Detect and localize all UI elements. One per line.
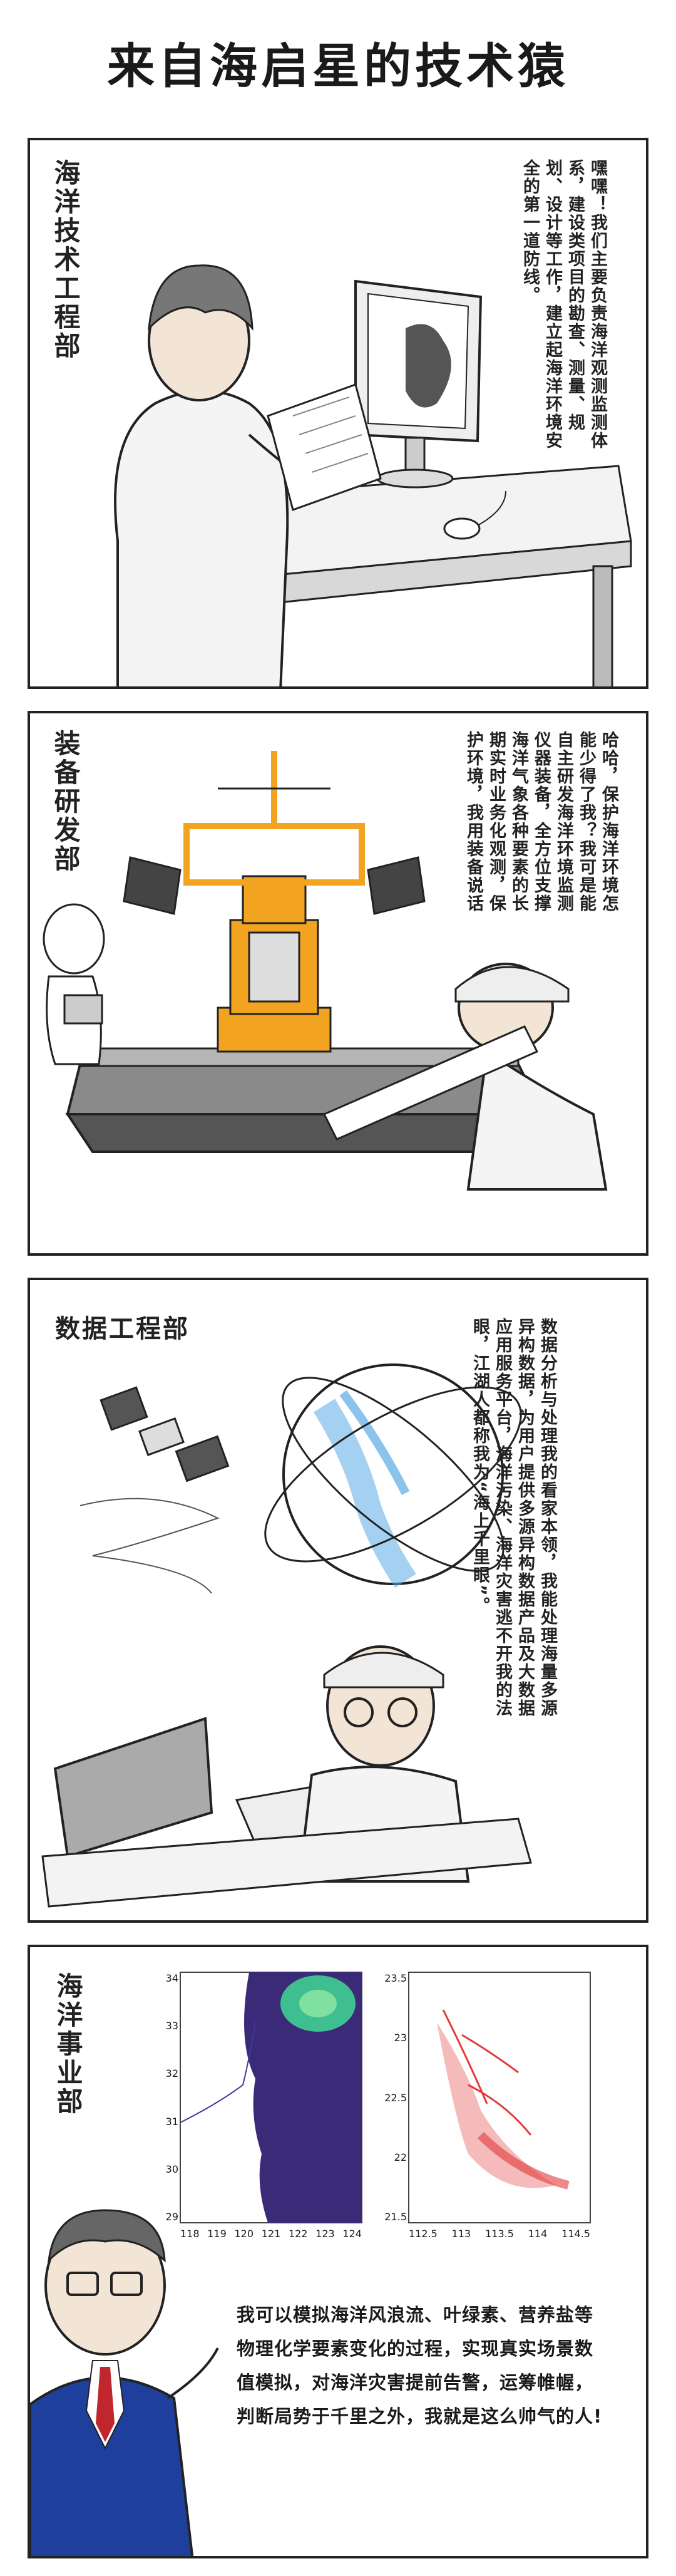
tick-label: 22 <box>394 2151 407 2163</box>
scene-engineer-at-desk <box>114 264 632 686</box>
tick-label: 21.5 <box>384 2211 407 2223</box>
tick-label: 34 <box>165 1972 178 1984</box>
tick-label: 119 <box>207 2228 227 2240</box>
tick-label: 113.5 <box>485 2228 514 2240</box>
department-label: 装备研发部 <box>50 730 81 874</box>
tick-label: 120 <box>234 2228 254 2240</box>
tick-label: 123 <box>315 2228 335 2240</box>
scene-buoy-equipment <box>43 751 608 1191</box>
scene-ocean-modeling <box>30 1972 591 2556</box>
speech-line: 值模拟，对海洋灾害提前告警，运筹帷幄， <box>237 2372 594 2393</box>
tick-label: 114.5 <box>561 2228 590 2240</box>
speech-text: 数据分析与处理我的看家本领，我能处理海量多源异构数据，为用户提供多源异构数据产品… <box>470 1318 557 1717</box>
speech-text: 嘿嘿！我们主要负责海洋观测监测体系，建设类项目的勘查、测量、规划、设计等工作，建… <box>520 159 607 450</box>
tick-label: 124 <box>342 2228 362 2240</box>
page-title: 来自海启星的技术猿 <box>107 38 569 94</box>
tick-label: 121 <box>261 2228 281 2240</box>
tick-label: 31 <box>165 2115 178 2128</box>
tick-label: 22.5 <box>384 2091 407 2104</box>
scene-data-analyst <box>41 1363 532 1908</box>
department-label: 数据工程部 <box>55 1315 190 1343</box>
tick-label: 118 <box>180 2228 200 2240</box>
tick-label: 33 <box>165 2020 178 2032</box>
speech-text: 我可以模拟海洋风浪流、叶绿素、营养盐等 物理化学要素变化的过程，实现真实场景数 … <box>237 2298 643 2433</box>
speech-line: 判断局势于千里之外，我就是这么帅气的人! <box>237 2406 603 2427</box>
speech-text: 哈哈，保护海洋环境怎能少得了我？我可是能自主研发海洋环境监测仪器装备，全方位支撑… <box>464 731 618 913</box>
map-right-x-axis: 112.5 113 113.5 114 114.5 <box>409 2228 590 2240</box>
comic-panel-ocean-tech: 海洋技术工程部 嘿嘿！我们主要负责海洋观测监测体系，建设类项目的勘查、测量、规划… <box>28 138 648 689</box>
map-left-x-axis: 118 119 120 121 122 123 124 <box>180 2228 362 2240</box>
department-label: 海洋事业部 <box>53 1972 83 2116</box>
map-left-y-axis: 34 33 32 31 30 29 <box>158 1972 178 2223</box>
tick-label: 23 <box>394 2032 407 2044</box>
tick-label: 112.5 <box>409 2228 438 2240</box>
tick-label: 122 <box>288 2228 308 2240</box>
tick-label: 30 <box>165 2163 178 2175</box>
map-right-y-axis: 23.5 23 22.5 22 21.5 <box>381 1972 407 2223</box>
speech-line: 物理化学要素变化的过程，实现真实场景数 <box>237 2338 594 2359</box>
tick-label: 32 <box>165 2067 178 2080</box>
department-label: 海洋技术工程部 <box>50 159 81 361</box>
tick-label: 113 <box>451 2228 471 2240</box>
comic-panel-data-engineering: 数据工程部 数据分析与处理我的看家本领，我能处理海量多源异构数据，为用户提供多源… <box>28 1278 648 1923</box>
comic-panel-ocean-business: 海洋事业部 34 33 32 31 30 29 118 119 120 121 … <box>28 1945 648 2558</box>
comic-panel-equipment: 装备研发部 哈哈，保护海洋环境怎能少得了我？我可是能自主研发海洋环境监测仪器装备… <box>28 711 648 1256</box>
tick-label: 23.5 <box>384 1972 407 1984</box>
speech-line: 我可以模拟海洋风浪流、叶绿素、营养盐等 <box>237 2304 594 2325</box>
tick-label: 114 <box>528 2228 548 2240</box>
tick-label: 29 <box>165 2210 178 2223</box>
